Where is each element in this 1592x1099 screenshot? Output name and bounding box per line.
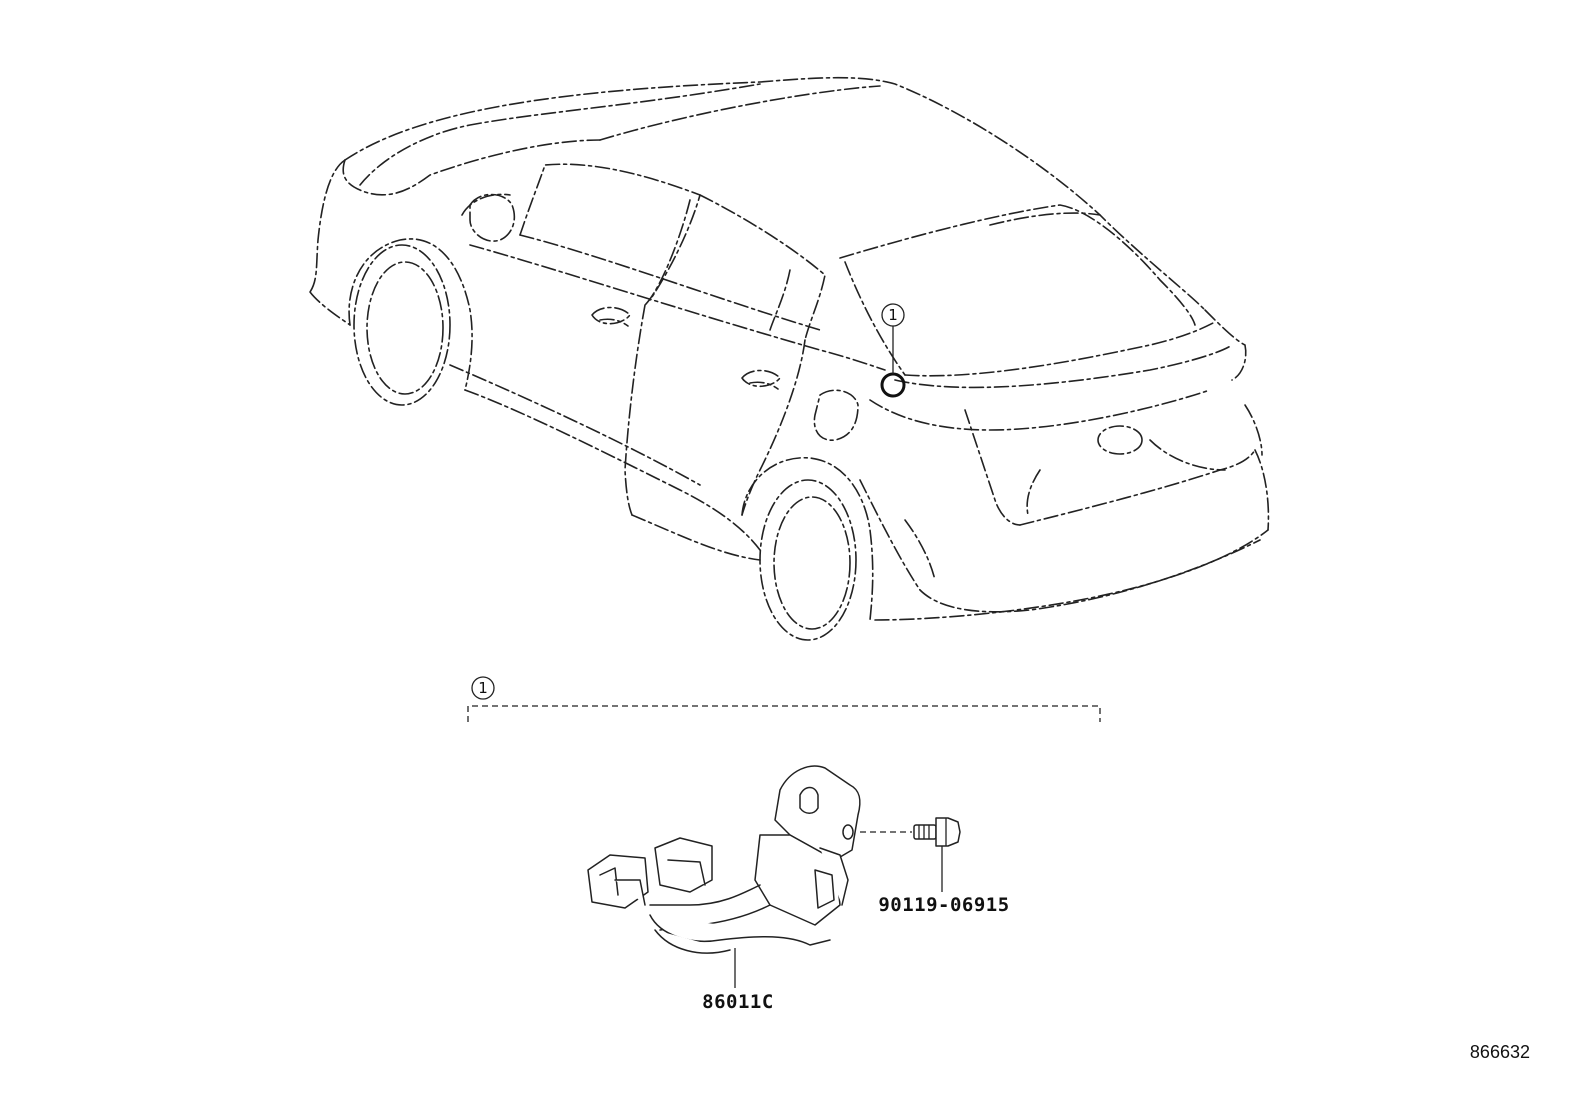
bolt-part: 90119-06915 (860, 817, 1009, 916)
diagram-id: 866632 (1470, 1042, 1530, 1062)
part-number-camera: 86011C (702, 991, 774, 1013)
part-number-bolt: 90119-06915 (878, 894, 1009, 916)
location-marker: 1 (880, 303, 906, 398)
callout-group-number: 1 (478, 679, 488, 697)
vehicle-outline (309, 76, 1270, 641)
callout-vehicle-number: 1 (888, 306, 898, 324)
camera-assembly-part: 86011C (587, 765, 861, 1013)
group-bracket: 1 (467, 676, 1101, 722)
